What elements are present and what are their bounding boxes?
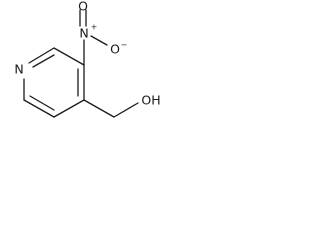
ring-bond-c2-c3 [53, 47, 85, 66]
nitro-nitrogen-label: N [79, 26, 88, 41]
nitro-oxygen-double-label: O [78, 0, 88, 14]
pyridine-ring [23, 47, 85, 118]
bond-nitro-n-o-single [90, 35, 108, 46]
nitro-nitrogen-charge: + [91, 23, 98, 32]
ring-bond-c5-c6 [23, 99, 55, 118]
ring-bond-c5-c6-inner [29, 95, 55, 111]
ring-bond-c4-c5 [53, 99, 85, 118]
nitro-oxygen-charge: − [121, 41, 128, 50]
ring-nitrogen-label: N [14, 62, 23, 77]
nitro-oxygen-single-label: O [110, 42, 120, 57]
bond-ch2-oh [113, 102, 139, 118]
nitro-group [79, 9, 108, 66]
hydroxyl-label: OH [141, 93, 160, 108]
ring-bond-n1-c2-inner [32, 54, 55, 68]
chemical-structure-diagram: N N + O O − OH [14, 0, 161, 118]
ring-bond-n1-c2 [28, 47, 55, 64]
hydroxymethyl-group [83, 99, 139, 118]
bond-c4-ch2 [83, 99, 115, 118]
